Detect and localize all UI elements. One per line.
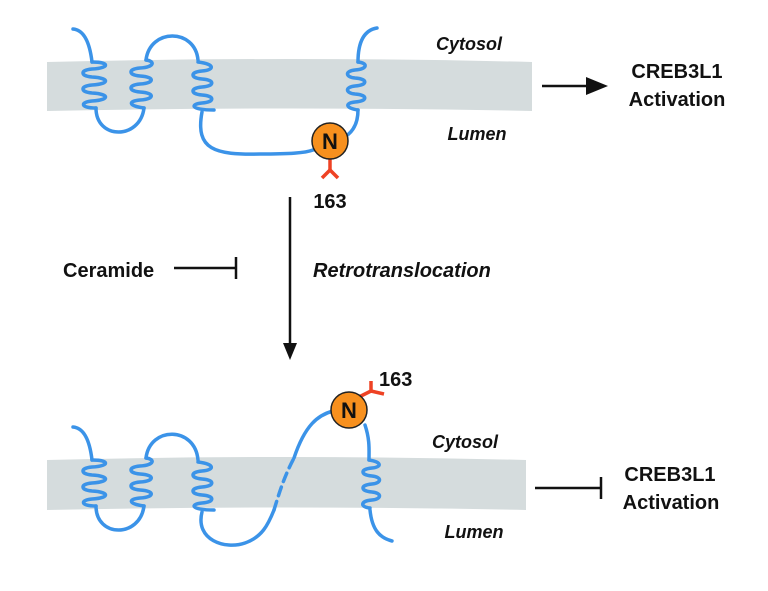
bottom-protein-chain [71,409,394,547]
top-cytosol-label: Cytosol [436,34,503,54]
bottom-inhibition-bar [535,477,603,499]
bottom-tm-helix-3 [191,460,216,512]
top-linker-to-helix-4 [344,108,360,138]
top-tm-helix-3 [191,60,216,112]
bottom-n-glycosite: N [330,391,368,429]
retrotranslocation-arrow [283,197,297,360]
top-tm-helix-1 [81,60,108,110]
bottom-n-terminal-tail [71,425,94,462]
bottom-cytosol-label: Cytosol [432,432,499,452]
bottom-dashed-retrotranslocating-segment [272,456,296,512]
bottom-lumenal-loop [199,508,276,547]
ceramide-label: Ceramide [63,260,154,282]
bottom-c-terminal-tail [368,508,394,543]
top-n-circle-icon [311,122,349,160]
bottom-site-number: 163 [379,369,412,391]
top-n-glycosite: N [311,122,349,160]
top-lumen-label: Lumen [447,124,506,144]
bottom-n-circle-icon [330,391,368,429]
bottom-tm-helix-2 [129,456,154,508]
ceramide-inhibition-bar [174,257,238,279]
top-membrane [47,59,532,111]
bottom-cytosolic-loop [144,432,200,462]
top-c-terminal-tail [356,26,379,64]
top-lumenal-loop-long [199,110,315,156]
bottom-lumenal-loop-1 [94,504,146,532]
top-protein-chain [71,26,379,156]
bottom-tm-helix-4 [361,458,382,510]
bottom-linker-to-helix-4 [363,423,371,462]
bottom-outcome-line-2: Activation [623,492,720,514]
top-outcome-line-1: CREB3L1 [631,61,722,83]
bottom-outcome-line-1: CREB3L1 [624,464,715,486]
top-cytosolic-loop [144,34,200,62]
middle-transition: Retrotranslocation Ceramide [63,197,491,360]
bottom-n-label: N [341,398,357,423]
bottom-tm-helix-1 [81,458,108,508]
top-activation-arrow [542,77,608,95]
retrotranslocation-label: Retrotranslocation [313,260,491,282]
top-panel: N 163 Cytosol Lumen CREB3L1 Activation [47,26,726,213]
top-n-label: N [322,129,338,154]
top-site-number: 163 [313,191,346,213]
top-n-terminal-tail [71,27,94,64]
top-lumenal-loop-1 [94,106,146,134]
bottom-lumen-label: Lumen [444,522,503,542]
top-tm-helix-2 [129,58,154,110]
top-outcome-line-2: Activation [629,89,726,111]
bottom-membrane [47,457,526,510]
bottom-panel: N 163 Cytosol Lumen CREB3L1 Activation [47,369,720,547]
top-tm-helix-4 [345,60,367,112]
bottom-cytosolic-arc-to-n [292,409,335,460]
